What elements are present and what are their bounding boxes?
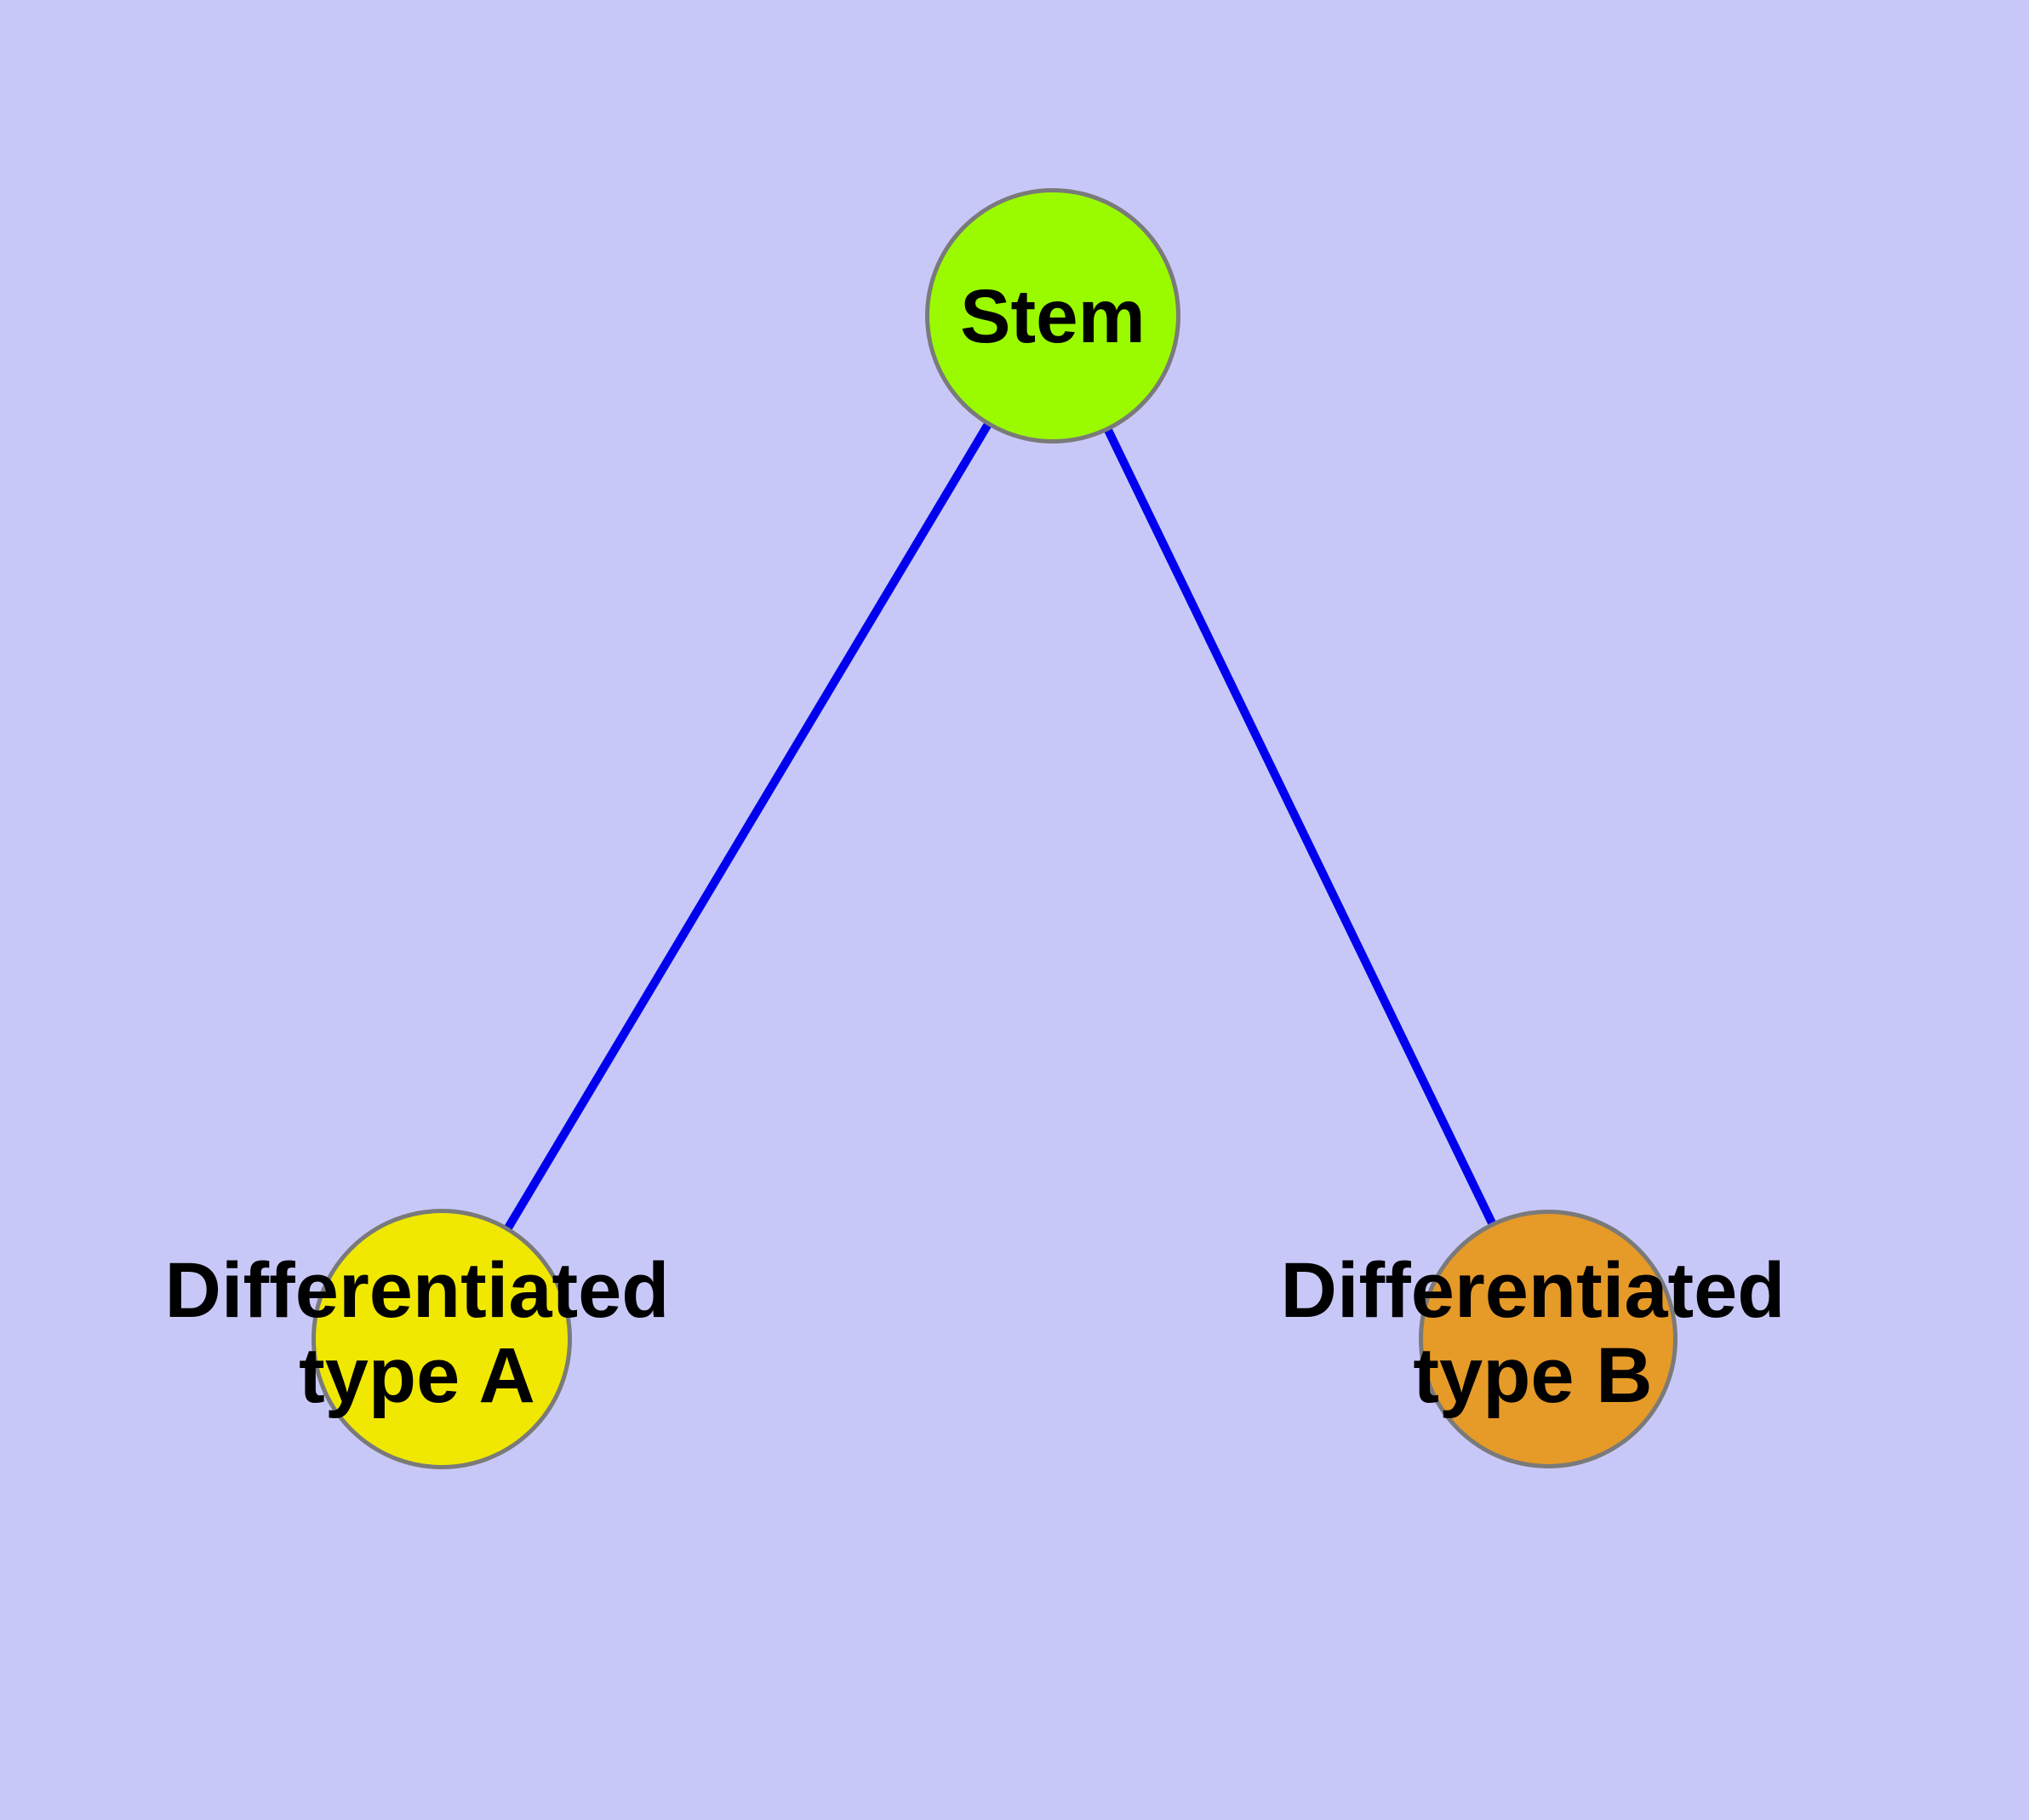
edge-stem-to-type-a xyxy=(437,313,1057,1342)
node-differentiated-type-b[interactable] xyxy=(1419,1210,1677,1468)
edge-stem-to-type-b xyxy=(1049,313,1552,1342)
node-differentiated-type-a[interactable] xyxy=(311,1209,572,1469)
label-differentiated-type-b: Differentiated type B xyxy=(1281,1248,1786,1419)
node-stem-label: Stem xyxy=(960,272,1146,358)
label-differentiated-type-b-line1: Differentiated xyxy=(1280,1247,1786,1334)
label-differentiated-type-b-line2: type B xyxy=(1413,1332,1653,1420)
label-differentiated-type-a: Differentiated type A xyxy=(165,1248,670,1419)
label-differentiated-type-a-line1: Differentiated xyxy=(164,1247,670,1334)
label-differentiated-type-a-line2: type A xyxy=(299,1332,535,1420)
node-stem[interactable]: Stem xyxy=(925,188,1180,444)
